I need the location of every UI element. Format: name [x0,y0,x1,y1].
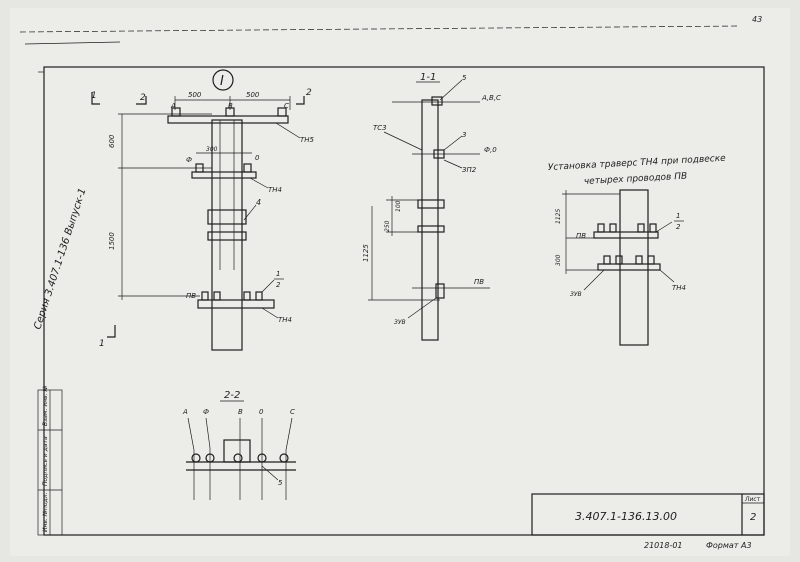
label-phi0: Ф,0 [484,146,497,154]
section-2-left: 2 [140,93,146,103]
label-th4-bottom: ТН4 [278,316,292,324]
title-block: 3.407.1-136.13.00 Лист 2 [531,493,765,536]
label-2-2-b: В [238,408,243,416]
stamp-inv: Инв. №подл. [42,492,49,532]
main-view: I 1 1 2 2 500 500 А В С ТН5 [91,69,315,351]
install-zv: ЗУВ [570,291,582,298]
install-dim-300: 300 [555,254,562,266]
dim-100: 100 [395,200,402,212]
install-frac-num: 1 [676,212,680,220]
doc-code: 3.407.1-136.13.00 [575,510,677,523]
label-pv: ПВ [186,292,196,300]
install-dim-1125: 1125 [555,209,562,224]
label-th4-mid: ТН4 [268,186,282,194]
label-th5: ТН5 [300,136,315,144]
install-th4: ТН4 [672,284,686,292]
callout-3: 3 [462,131,466,139]
label-b: В [228,102,233,110]
frac-num: 1 [276,270,280,278]
sheet-number: 2 [750,512,756,523]
label-zp2: ЗП2 [462,166,477,174]
section-2-right: 2 [306,88,312,98]
install-pv: ПВ [576,232,586,240]
callout-5-2-2: 5 [278,479,283,487]
dim-right: 500 [246,91,260,99]
label-zero: 0 [255,154,260,162]
dim-600: 600 [108,134,116,148]
label-a: А [170,102,176,110]
callout-4: 4 [256,198,261,207]
dim-1125: 1125 [362,244,370,262]
label-abc: А,В,С [481,94,501,102]
section-1-bottom: 1 [99,339,105,349]
drawing-frame [43,66,765,536]
dim-1500: 1500 [108,232,116,250]
view-2-2-title: 2-2 [224,390,240,401]
label-2-2-a: А [182,408,188,416]
label-2-2-c: С [290,408,295,416]
section-1-top: 1 [91,91,97,101]
view-1-1: 1-1 5 А,В,С ТС3 3 Ф,0 ЗП2 250 100 1125 П… [362,72,501,341]
frac-den: 2 [276,281,281,289]
page-number-corner: 43 [752,15,762,24]
dim-250: 250 [384,220,391,232]
dim-left: 500 [188,91,202,99]
dim-phi-300: 300 [206,146,218,153]
callout-5: 5 [462,74,467,82]
label-tsz: ТС3 [373,124,387,132]
label-c: С [284,102,289,110]
stamp-sign: Подпись и дата [42,436,49,486]
label-phi: Ф [186,156,192,164]
label-pv-1-1: ПВ [474,278,484,286]
label-zv-1-1: ЗУВ [394,319,406,326]
format-label: Формат А3 [706,541,752,550]
label-2-2-phi: Ф [203,408,209,416]
left-stamp: Инв. №подл. Подпись и дата Взам. инв. № [37,385,63,536]
view-1-1-title: 1-1 [420,72,436,83]
install-frac-den: 2 [676,223,681,231]
label-2-2-zero: 0 [259,408,264,416]
stamp-replace: Взам. инв. № [42,385,49,426]
view-marker: I [220,74,224,89]
inventory-number: 21018-01 [644,541,683,550]
sheet-label: Лист [744,496,761,503]
view-2-2: 2-2 А Ф В 0 С 5 [182,390,296,500]
